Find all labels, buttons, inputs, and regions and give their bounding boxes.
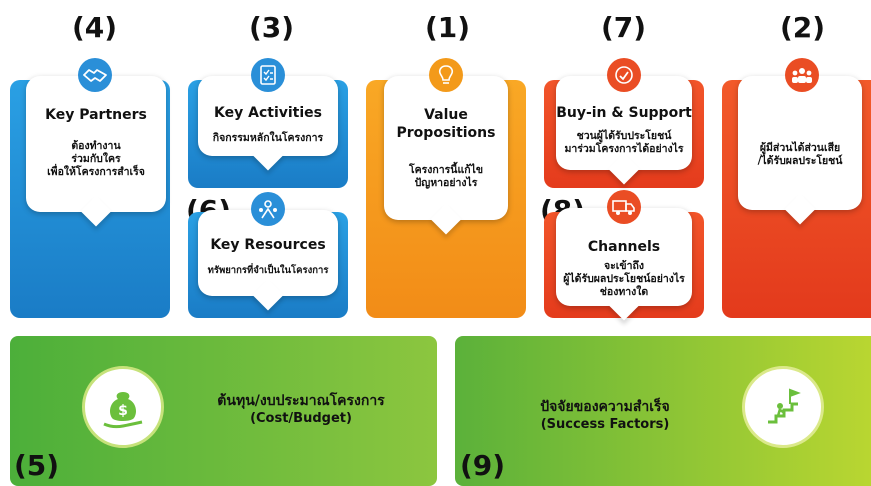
value-propositions-title-2: Propositions <box>396 125 496 141</box>
buy-in-support-desc-2: มาร่วมโครงการได้อย่างไร <box>564 143 684 155</box>
handshake-icon <box>78 58 112 92</box>
cost-budget-block <box>10 336 437 486</box>
resources-icon <box>251 192 285 226</box>
number-buy-in-support: (7) <box>601 11 647 44</box>
key-resources-title: Key Resources <box>210 237 326 253</box>
money-bag-icon: $ <box>82 366 164 448</box>
support-icon <box>607 58 641 92</box>
number-stakeholders: (2) <box>780 11 826 44</box>
stakeholders-card: ผู้มีส่วนได้ส่วนเสีย /ได้รับผลประโยชน์ <box>738 76 862 225</box>
number-key-partners: (4) <box>72 11 118 44</box>
key-resources-desc: ทรัพยากรที่จำเป็นในโครงการ <box>207 265 329 276</box>
key-partners-desc-1: ต้องทำงาน <box>71 140 121 152</box>
key-partners-desc-2: ร่วมกับใคร <box>71 153 121 165</box>
key-partners-title: Key Partners <box>45 107 147 123</box>
checklist-icon <box>251 58 285 92</box>
buy-in-support-title: Buy-in & Support <box>556 105 692 121</box>
delivery-truck-icon <box>607 190 641 224</box>
number-success-factors: (9) <box>460 449 506 482</box>
stakeholders-desc-1: ผู้มีส่วนได้ส่วนเสีย <box>759 142 841 154</box>
value-propositions-title-1: Value <box>424 107 468 123</box>
cost-budget-label-th: ต้นทุน/งบประมาณโครงการ <box>217 393 385 409</box>
cost-budget-label: ต้นทุน/งบประมาณโครงการ (Cost/Budget) <box>186 392 416 428</box>
channels-card: Channels จะเข้าถึง ผู้ได้รับผลประโยชน์อย… <box>556 208 692 321</box>
channels-desc-2: ผู้ได้รับผลประโยชน์อย่างไร <box>563 273 685 285</box>
svg-text:$: $ <box>118 403 128 419</box>
key-activities-card: Key Activities กิจกรรมหลักในโครงการ <box>198 76 338 171</box>
key-activities-desc: กิจกรรมหลักในโครงการ <box>212 132 324 144</box>
channels-title: Channels <box>587 239 661 255</box>
value-propositions-desc-1: โครงการนี้แก้ไข <box>408 164 484 176</box>
success-factors-label-th: ปัจจัยของความสำเร็จ <box>540 399 670 415</box>
channels-desc-1: จะเข้าถึง <box>604 260 644 272</box>
number-key-activities: (3) <box>249 11 295 44</box>
number-cost-budget: (5) <box>14 449 60 482</box>
success-factors-label-en: (Success Factors) <box>540 417 670 432</box>
value-propositions-card: Value Propositions โครงการนี้แก้ไข ปัญหา… <box>384 76 508 235</box>
lightbulb-icon <box>429 58 463 92</box>
key-activities-title: Key Activities <box>214 105 322 121</box>
key-partners-desc-3: เพื่อให้โครงการสำเร็จ <box>47 166 145 178</box>
cost-budget-label-en: (Cost/Budget) <box>250 411 352 426</box>
channels-desc-3: ช่องทางใด <box>599 286 649 298</box>
number-value-propositions: (1) <box>425 11 471 44</box>
key-partners-card: Key Partners ต้องทำงาน ร่วมกับใคร เพื่อใ… <box>26 76 166 227</box>
stakeholders-desc-2: /ได้รับผลประโยชน์ <box>757 155 843 167</box>
success-factors-label: ปัจจัยของความสำเร็จ (Success Factors) <box>500 398 710 434</box>
success-stairs-icon <box>742 366 824 448</box>
value-propositions-desc-2: ปัญหาอย่างไร <box>414 177 478 189</box>
buy-in-support-desc-1: ชวนผู้ได้รับประโยชน์ <box>576 130 672 142</box>
group-icon <box>785 58 819 92</box>
